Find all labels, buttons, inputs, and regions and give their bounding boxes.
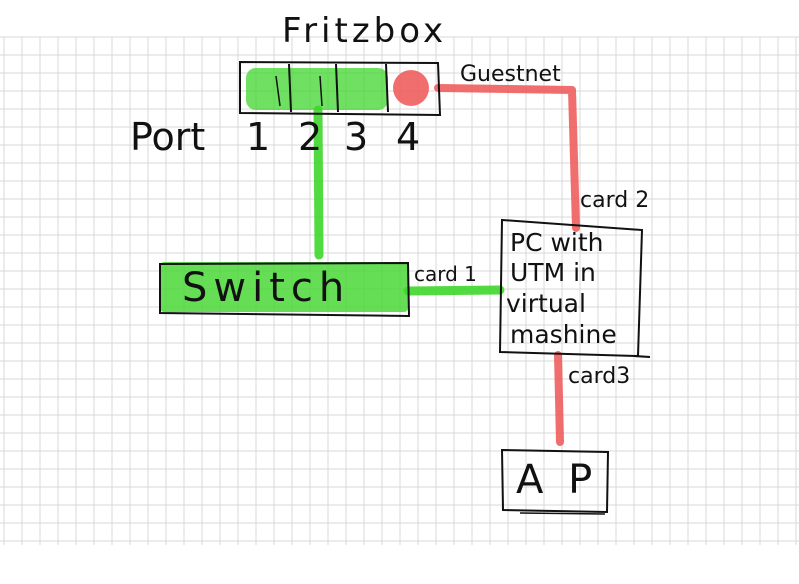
pc-line-1: PC with <box>510 228 604 257</box>
card3-label: card3 <box>568 364 631 389</box>
ap-box <box>500 448 610 514</box>
fritzbox-port-mark-1 <box>275 75 281 107</box>
pc-line-4: mashine <box>510 320 617 349</box>
port-number-3: 3 <box>344 115 369 159</box>
fritzbox-port-mark-2 <box>319 75 323 107</box>
fritzbox-lan-ports-highlight <box>246 68 388 110</box>
fritzbox-port-divider-2 <box>335 63 339 113</box>
port-number-2: 2 <box>298 115 323 159</box>
guestnet-link <box>434 84 580 232</box>
pc-line-2: UTM in <box>510 258 596 287</box>
ap-box-shadow <box>519 512 606 515</box>
port-number-4: 4 <box>396 115 421 159</box>
switch-box <box>159 261 411 318</box>
fritzbox-port-divider-3 <box>385 63 389 113</box>
pc-box-shadow <box>633 355 651 358</box>
fritzbox-box <box>239 60 442 117</box>
card2-label: card 2 <box>580 188 650 213</box>
fritzbox-port-divider-1 <box>288 63 292 113</box>
port-number-1: 1 <box>246 115 271 159</box>
card1-label: card 1 <box>414 262 477 286</box>
card3-to-ap-link <box>554 351 564 446</box>
port-label: Port <box>130 115 206 159</box>
port2-to-switch-link <box>313 105 324 260</box>
guestnet-label: Guestnet <box>460 62 561 87</box>
pc-line-3: virtual <box>506 289 586 318</box>
switch-label: Switch <box>182 265 351 311</box>
switch-to-card1-link <box>403 285 505 296</box>
switch-highlight <box>160 262 408 312</box>
fritzbox-title: Fritzbox <box>282 11 448 51</box>
ap-label: A P <box>516 457 599 503</box>
fritzbox-port4-highlight <box>393 70 429 106</box>
